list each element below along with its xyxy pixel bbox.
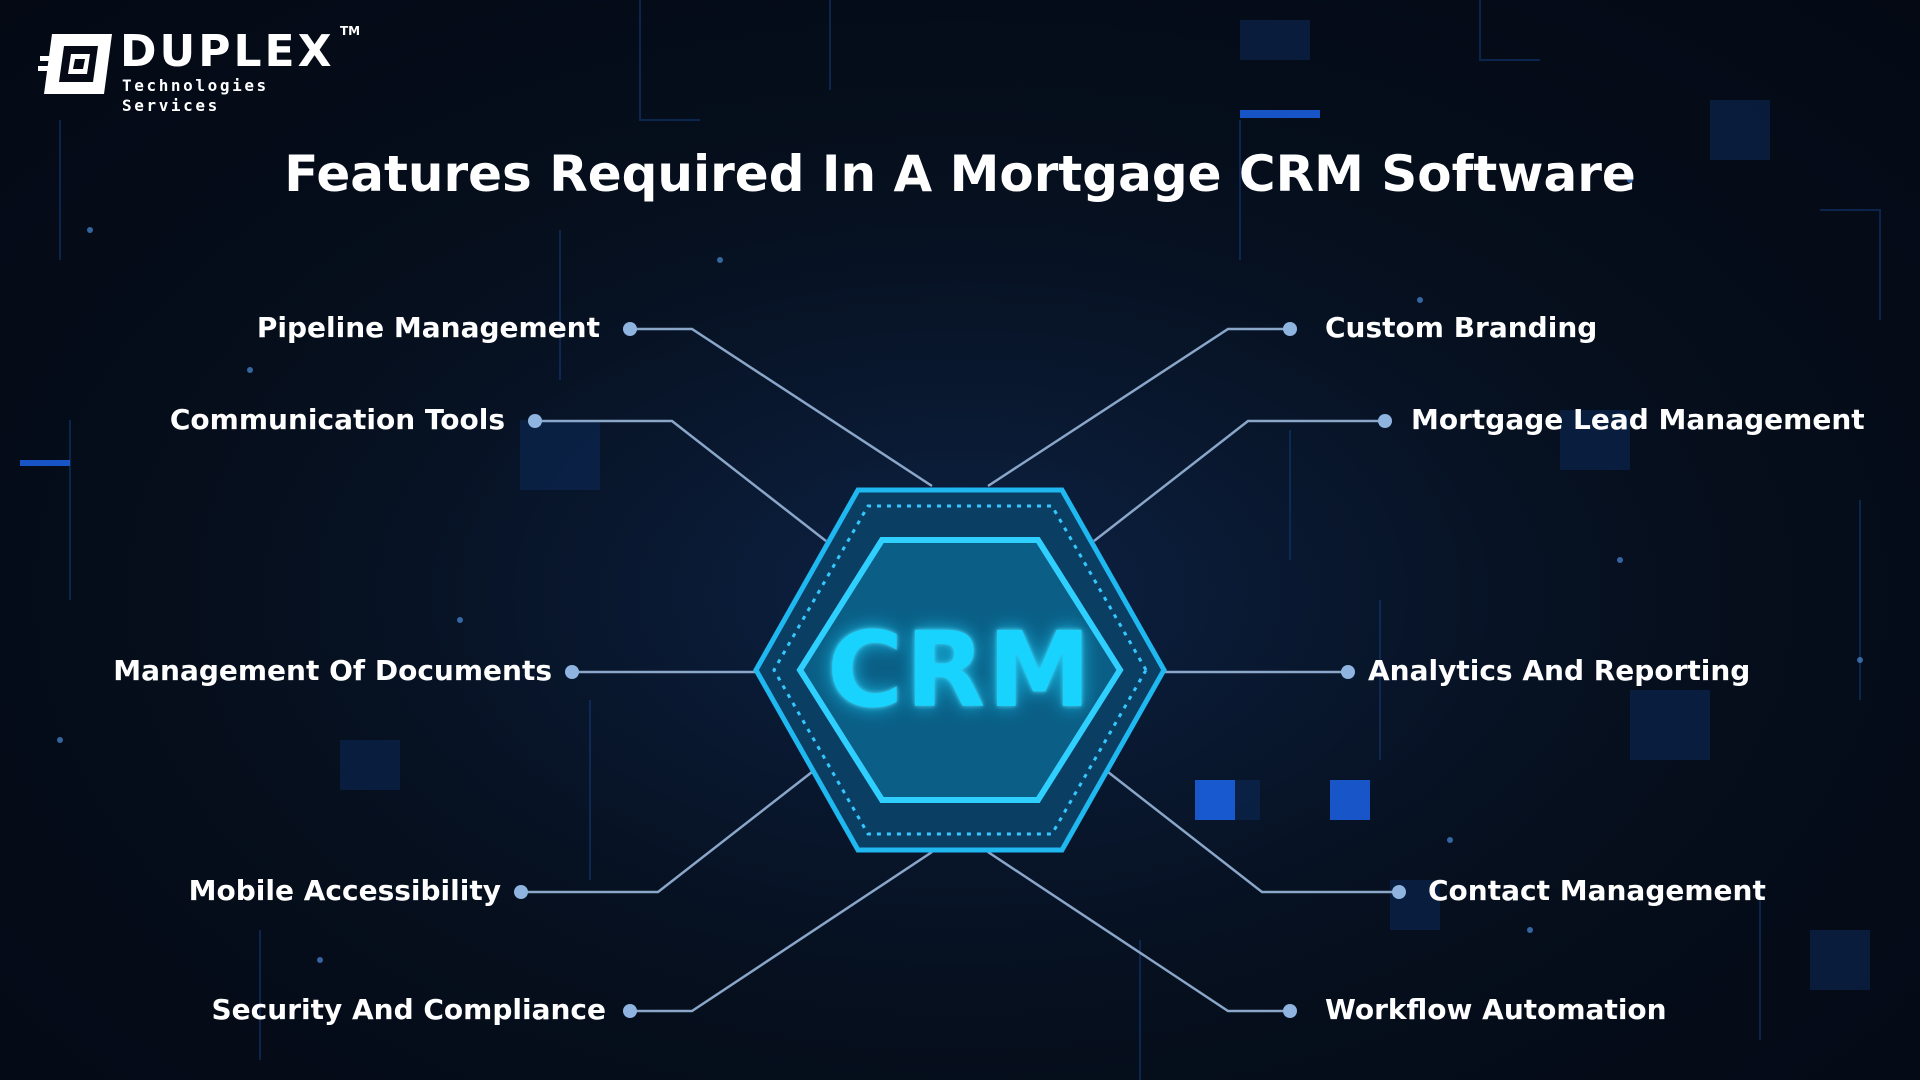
- node-dot-communication-tools: [528, 414, 542, 428]
- feature-management-of-documents: Management Of Documents: [113, 654, 552, 687]
- feature-workflow-automation: Workflow Automation: [1325, 993, 1667, 1026]
- node-dot-mobile-accessibility: [514, 885, 528, 899]
- node-dot-custom-branding: [1283, 322, 1297, 336]
- feature-pipeline-management: Pipeline Management: [256, 311, 600, 344]
- connector-communication-tools: [535, 419, 827, 542]
- connector-security-and-compliance: [630, 850, 933, 1013]
- node-dot-analytics-and-reporting: [1341, 665, 1355, 679]
- feature-mobile-accessibility: Mobile Accessibility: [188, 874, 501, 907]
- feature-security-and-compliance: Security And Compliance: [211, 993, 607, 1026]
- connector-mortgage-lead-management: [1093, 419, 1385, 542]
- connector-pipeline-management: [630, 327, 933, 488]
- crm-hexagon: [753, 487, 1167, 853]
- page-title: Features Required In A Mortgage CRM Soft…: [284, 145, 1636, 203]
- connector-mobile-accessibility: [521, 771, 813, 894]
- node-dot-mortgage-lead-management: [1378, 414, 1392, 428]
- connector-workflow-automation: [987, 850, 1290, 1013]
- node-dot-workflow-automation: [1283, 1004, 1297, 1018]
- node-dot-management-of-documents: [565, 665, 579, 679]
- duplex-logo-icon: [38, 34, 112, 94]
- feature-custom-branding: Custom Branding: [1325, 311, 1598, 344]
- feature-communication-tools: Communication Tools: [169, 403, 505, 436]
- connector-contact-management: [1107, 771, 1399, 894]
- duplex-logo[interactable]: DUPLEX TM Technologies Services: [38, 24, 368, 115]
- brand-name: DUPLEX: [120, 26, 335, 77]
- node-dot-contact-management: [1392, 885, 1406, 899]
- feature-mortgage-lead-management: Mortgage Lead Management: [1411, 403, 1865, 436]
- brand-tagline: Technologies Services: [122, 76, 269, 115]
- node-dot-pipeline-management: [623, 322, 637, 336]
- node-dot-security-and-compliance: [623, 1004, 637, 1018]
- connector-custom-branding: [987, 327, 1290, 488]
- crm-hub-label: CRM: [827, 609, 1093, 731]
- feature-analytics-and-reporting: Analytics And Reporting: [1368, 654, 1751, 687]
- feature-contact-management: Contact Management: [1428, 874, 1766, 907]
- trademark-mark: TM: [340, 24, 361, 38]
